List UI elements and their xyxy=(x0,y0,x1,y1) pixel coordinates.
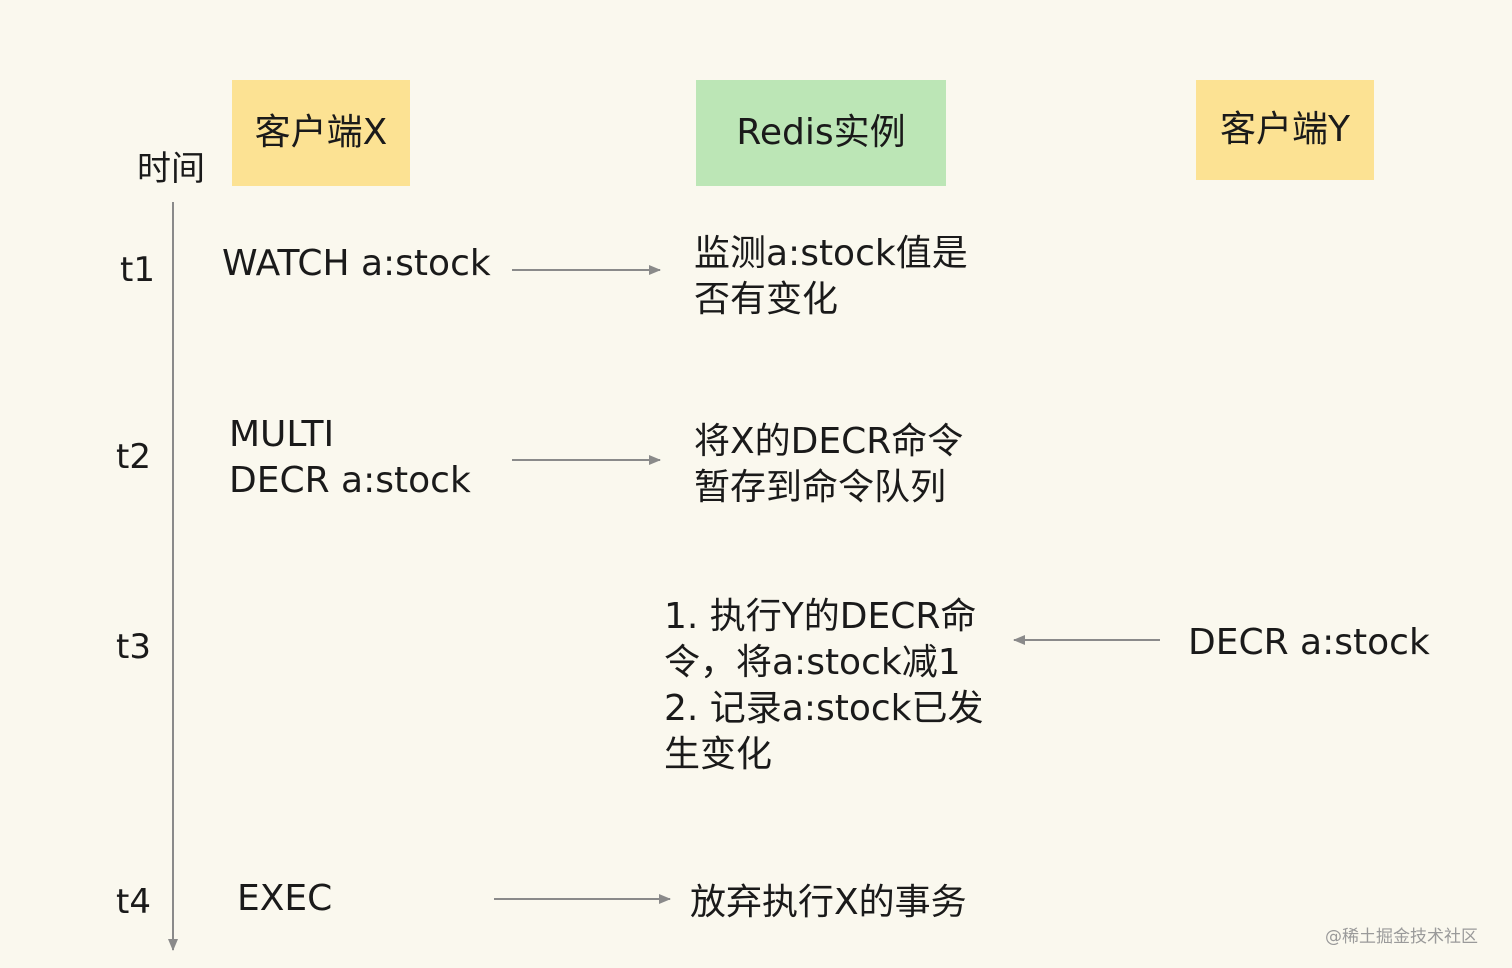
client-y-command-t3: DECR a:stock xyxy=(1188,622,1430,663)
tick-t3: t3 xyxy=(116,627,151,667)
client-x-header: 客户端X xyxy=(232,80,410,186)
redis-header: Redis实例 xyxy=(696,80,946,186)
tick-t4: t4 xyxy=(116,882,151,922)
client-y-header-label: 客户端Y xyxy=(1220,109,1350,150)
client-x-command-t4: EXEC xyxy=(237,878,333,919)
watermark: @稀土掘金技术社区 xyxy=(1325,927,1478,947)
tick-t1: t1 xyxy=(120,250,155,290)
redis-header-label: Redis实例 xyxy=(736,112,906,153)
tick-t2: t2 xyxy=(116,437,151,477)
redis-action-t1: 监测a:stock值是 否有变化 xyxy=(694,233,968,320)
client-x-command-t2: MULTI DECR a:stock xyxy=(229,414,471,501)
redis-action-t4: 放弃执行X的事务 xyxy=(690,882,967,923)
client-y-header: 客户端Y xyxy=(1196,80,1374,180)
client-x-command-t1: WATCH a:stock xyxy=(222,243,491,284)
time-axis-label: 时间 xyxy=(137,149,205,189)
client-x-header-label: 客户端X xyxy=(254,112,388,153)
redis-action-t2: 将X的DECR命令 暂存到命令队列 xyxy=(694,421,964,508)
redis-action-t3: 1. 执行Y的DECR命 令，将a:stock减1 2. 记录a:stock已发… xyxy=(664,596,984,775)
